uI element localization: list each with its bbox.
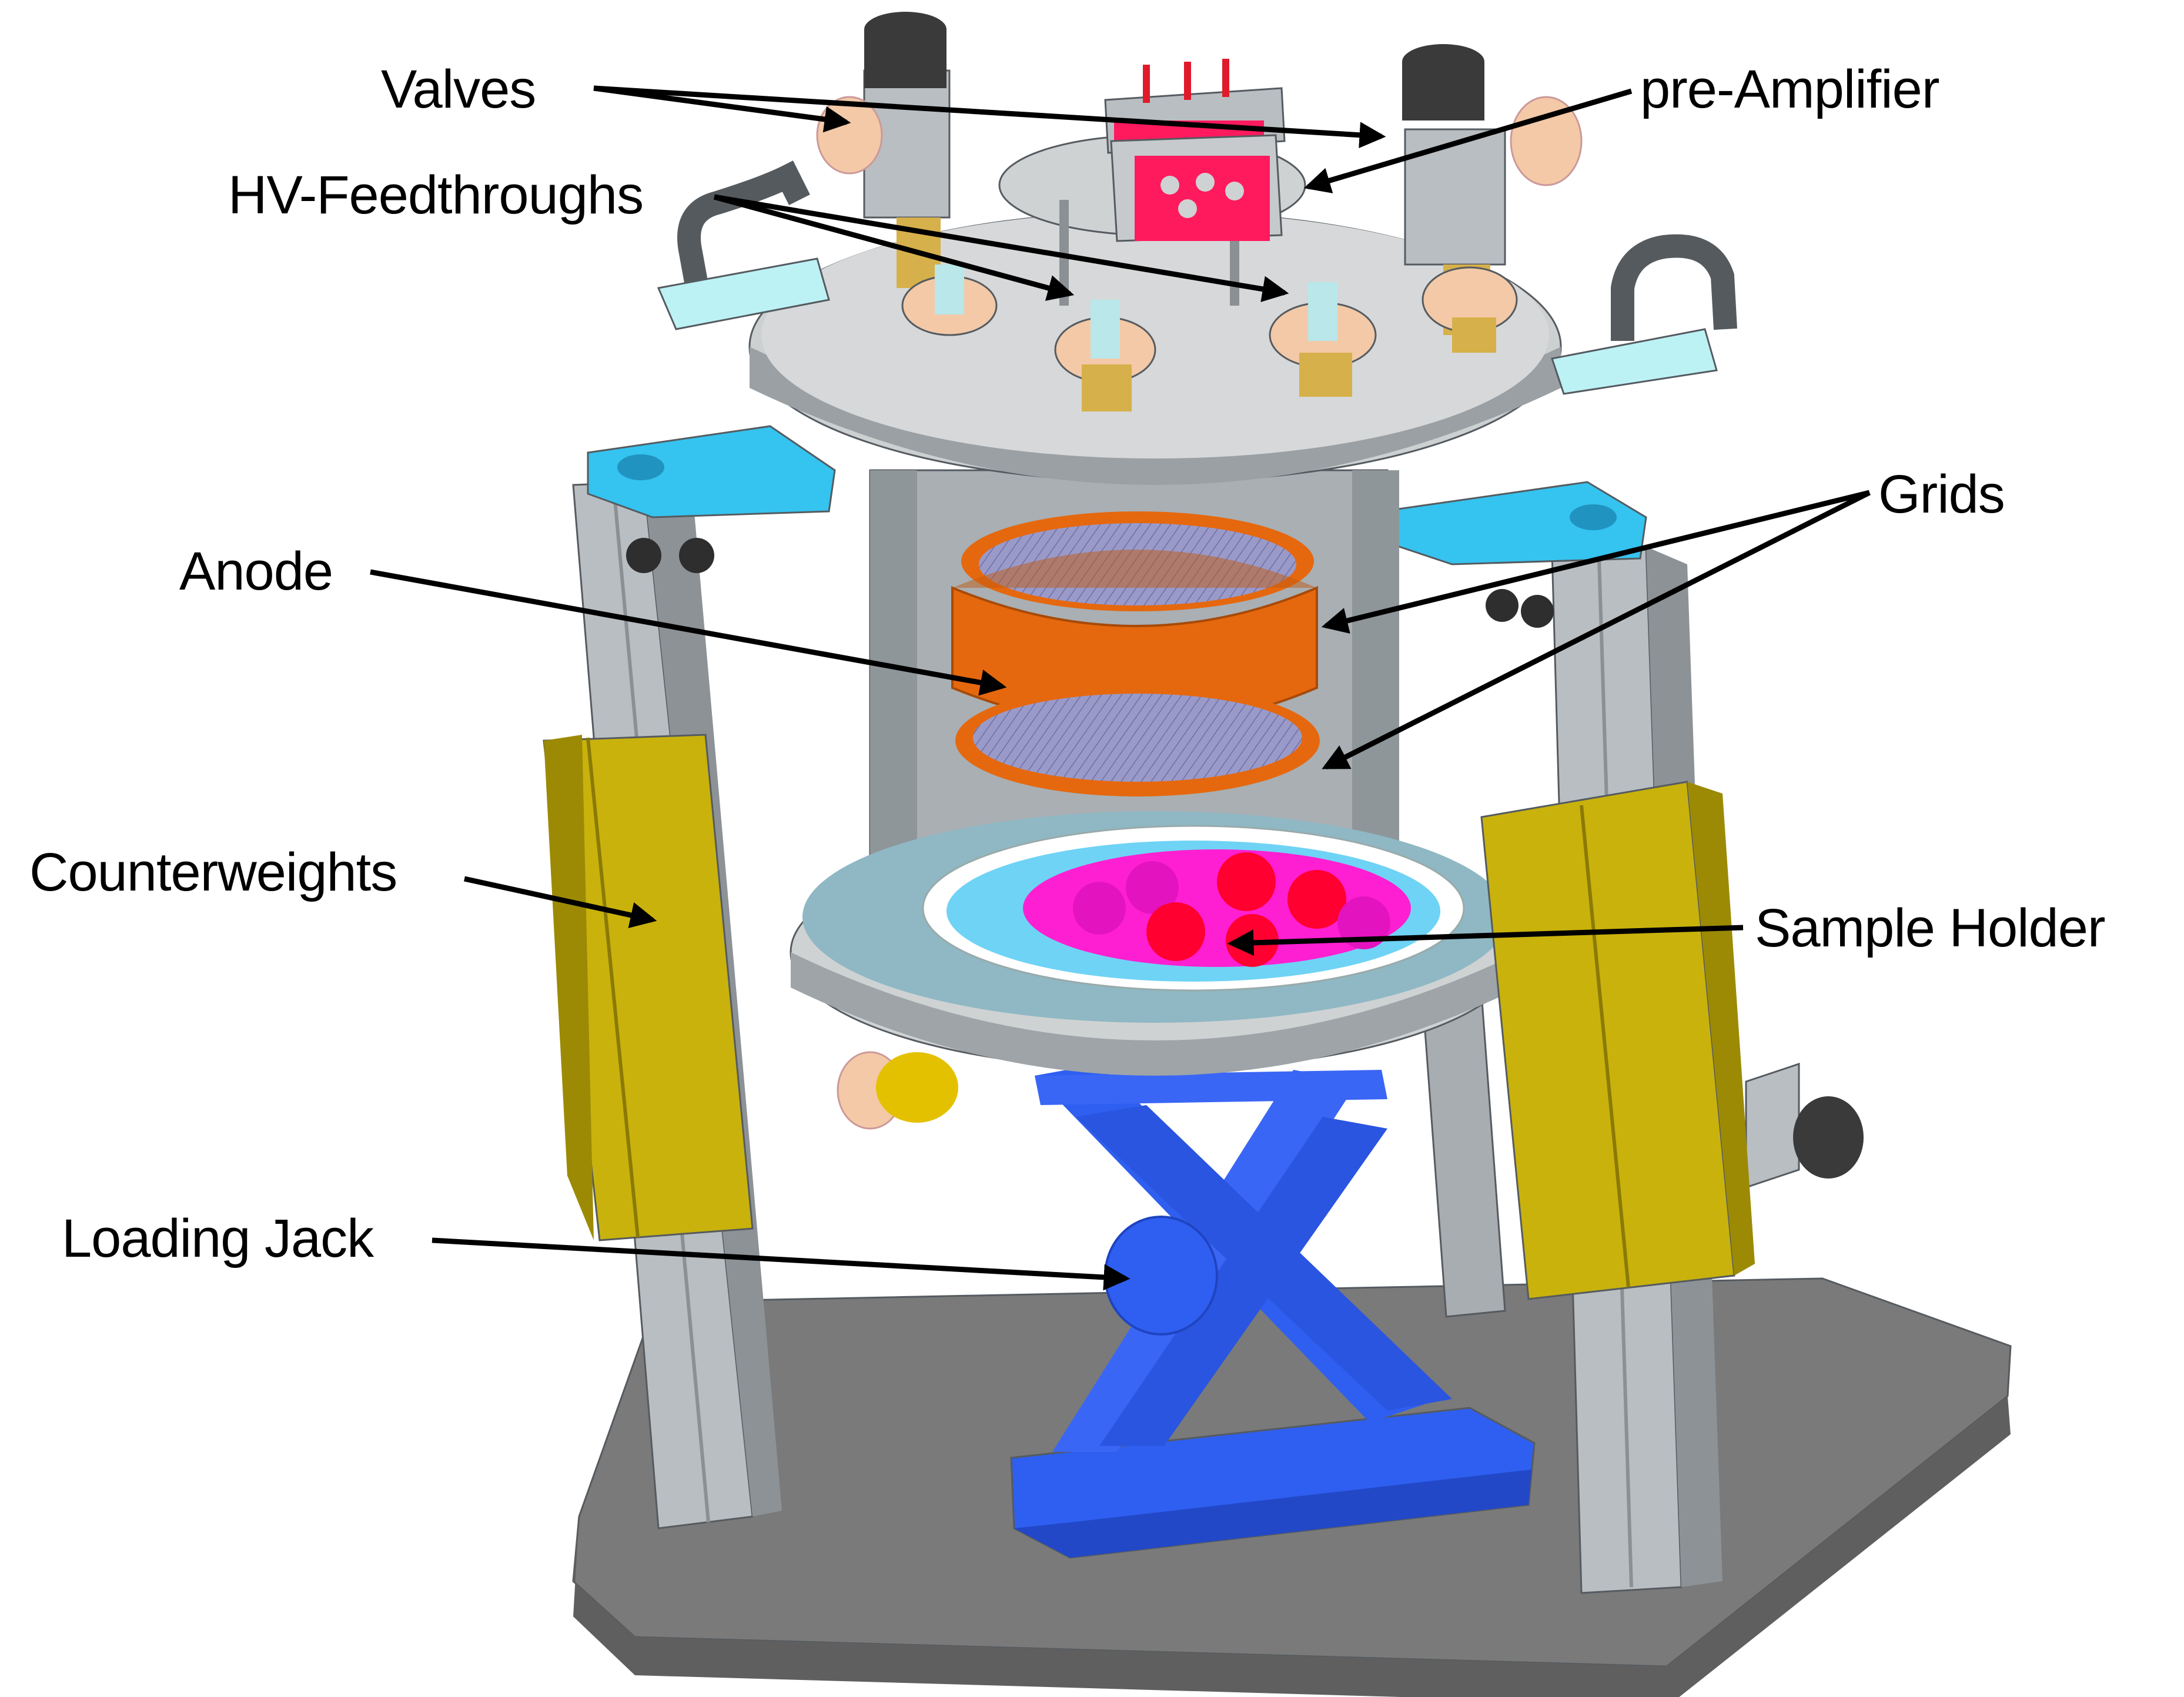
bracket-right [1380, 481, 1647, 565]
label-pre-amplifier: pre-Amplifier [1640, 59, 1939, 119]
label-counterweights: Counterweights [29, 842, 397, 902]
bolt-knob-left [626, 538, 714, 573]
arrow-counterweights [464, 876, 657, 928]
arrow-valves-left [593, 85, 851, 133]
arrow-grids-upper [1321, 490, 1871, 634]
pre-amplifier [1104, 59, 1286, 242]
label-hv-feedthroughs: HV-Feedthroughs [228, 165, 643, 225]
bolt-knob-right [1486, 589, 1554, 628]
hv-feedthrough-right [1269, 282, 1377, 397]
loading-jack [1010, 1064, 1536, 1559]
handle-left [657, 160, 830, 330]
arrow-hv-feedthrough-left [713, 194, 1075, 301]
arrow-valves-right [593, 85, 1386, 149]
anode [951, 550, 1318, 727]
grid-lower [955, 685, 1320, 796]
label-loading-jack: Loading Jack [62, 1209, 374, 1268]
handle-right [1551, 234, 1737, 395]
annotation-arrows [370, 85, 1871, 1291]
arrow-grids-lower [1322, 490, 1871, 770]
bracket-left [587, 425, 836, 518]
hv-feedthrough-left [901, 265, 998, 336]
hv-feedthrough-center [1054, 300, 1156, 411]
arrow-sample-holder [1227, 925, 1744, 956]
valve-lower-left [837, 1051, 958, 1130]
arrow-anode [370, 569, 1007, 696]
label-grids: Grids [1878, 464, 2005, 524]
counterweight-left [543, 734, 754, 1241]
frame-post-back [1422, 992, 1506, 1318]
valve-lower-right [1745, 1062, 1864, 1189]
sample-holder [1023, 849, 1411, 967]
arrow-loading-jack [432, 1237, 1131, 1291]
label-anode: Anode [179, 541, 333, 601]
arrow-hv-feedthrough-right [714, 194, 1289, 302]
label-sample-holder: Sample Holder [1755, 898, 2105, 958]
clamp-right [1422, 266, 1518, 353]
counterweight-right [1480, 781, 1755, 1300]
label-valves: Valves [381, 59, 536, 119]
arrow-pre-amplifier [1303, 88, 1633, 193]
